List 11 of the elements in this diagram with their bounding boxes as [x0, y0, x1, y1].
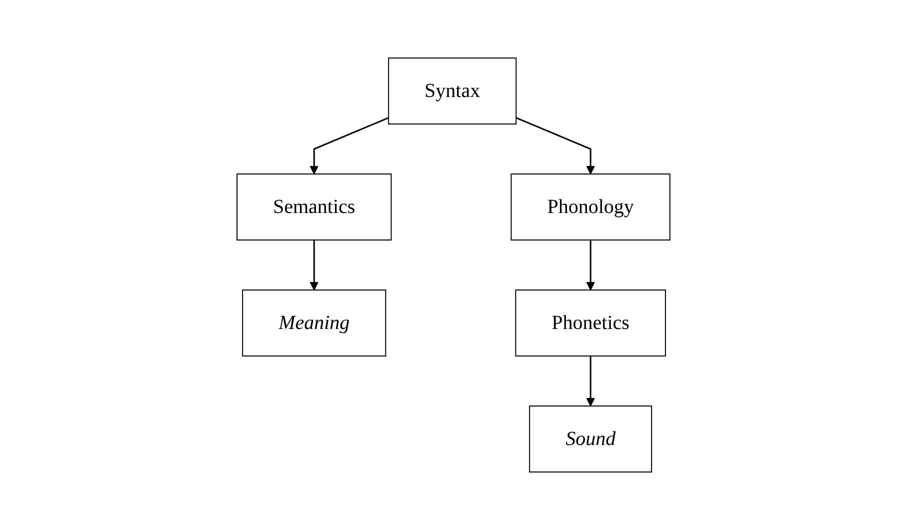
- node-box: Syntax: [388, 57, 517, 124]
- arrow: [310, 116, 389, 174]
- arrow: [310, 240, 319, 290]
- arrow: [516, 116, 595, 174]
- node-box: Phonetics: [515, 289, 666, 356]
- node-box: Phonology: [510, 173, 670, 240]
- node-box: Semantics: [236, 173, 392, 240]
- node-box: Meaning: [242, 289, 386, 356]
- arrow: [586, 240, 595, 290]
- node-box: Sound: [529, 405, 652, 472]
- arrow: [586, 356, 595, 406]
